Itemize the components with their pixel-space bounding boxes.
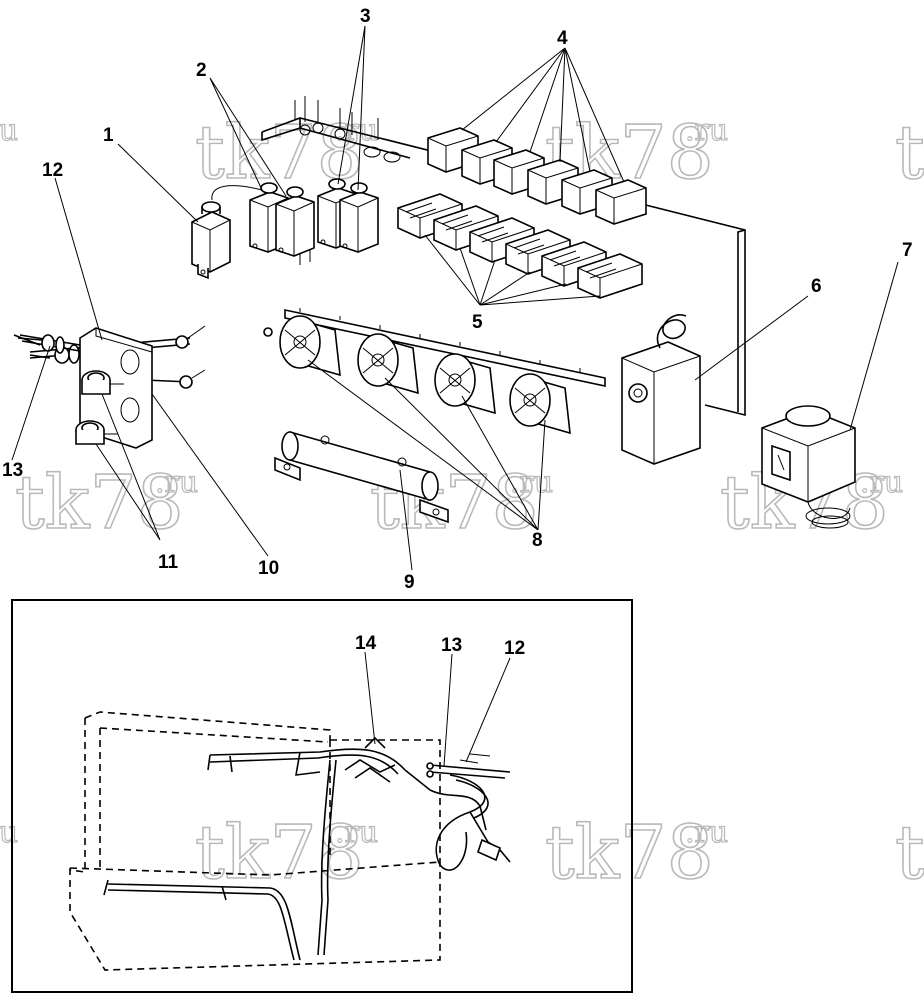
thermostat xyxy=(621,314,701,465)
watermark-text: tk78 xyxy=(895,110,924,196)
round-component xyxy=(434,353,496,415)
cable-2 xyxy=(19,334,206,389)
mounting-panel xyxy=(261,96,746,417)
circuit-breaker xyxy=(191,185,263,280)
callout-2: 2 xyxy=(196,60,207,81)
watermark-text: tk78 xyxy=(895,810,924,896)
relay-group xyxy=(427,127,647,225)
callout-5: 5 xyxy=(472,312,483,333)
inset-panel xyxy=(11,599,633,993)
circuit-breaker xyxy=(275,186,315,257)
inset-callout-12: 12 xyxy=(504,638,525,659)
callout-13: 13 xyxy=(2,460,23,481)
callout-3: 3 xyxy=(360,6,371,27)
round-component xyxy=(509,373,571,435)
watermark-suffix: .ru xyxy=(860,465,903,500)
callout-12: 12 xyxy=(42,160,63,181)
callout-labels: 1 2 3 4 5 6 7 8 9 10 11 12 13 14 13 12 xyxy=(2,6,913,659)
resistor xyxy=(274,430,449,524)
watermark-suffix: .ru xyxy=(155,465,198,500)
callout-10: 10 xyxy=(258,558,279,579)
callout-7: 7 xyxy=(902,240,913,261)
watermark-text: tk78 xyxy=(545,810,714,896)
watermark-suffix: .ru xyxy=(685,815,728,850)
callout-1: 1 xyxy=(103,125,114,146)
callout-4: 4 xyxy=(557,28,568,49)
watermark-suffix: .ru xyxy=(335,113,378,148)
callout-8: 8 xyxy=(532,530,543,551)
relay-socket-group xyxy=(397,193,643,299)
round-component-group xyxy=(263,315,571,435)
round-component xyxy=(357,333,419,395)
watermark-suffix: .ru xyxy=(335,815,378,850)
circuit-breaker xyxy=(339,182,379,253)
leader-lines xyxy=(11,25,899,767)
terminal-posts xyxy=(75,370,124,445)
callout-11: 11 xyxy=(158,552,179,573)
circuit-breaker-group xyxy=(191,178,379,280)
watermark-suffix: .ru xyxy=(0,113,18,148)
watermark-text: tk78 xyxy=(15,460,184,546)
pressure-switch xyxy=(761,405,856,529)
watermark-suffix: .ru xyxy=(685,113,728,148)
inset-callout-14: 14 xyxy=(355,633,377,654)
watermark-suffix: .ru xyxy=(0,815,18,850)
watermark-text: tk78 xyxy=(195,810,364,896)
watermark-suffix: .ru xyxy=(510,465,553,500)
callout-6: 6 xyxy=(811,276,822,297)
relay-socket xyxy=(577,253,643,299)
callout-9: 9 xyxy=(404,572,415,593)
terminal-rail xyxy=(284,308,606,387)
inset-callout-13: 13 xyxy=(441,635,462,656)
relay xyxy=(595,179,647,225)
round-component xyxy=(263,315,341,377)
